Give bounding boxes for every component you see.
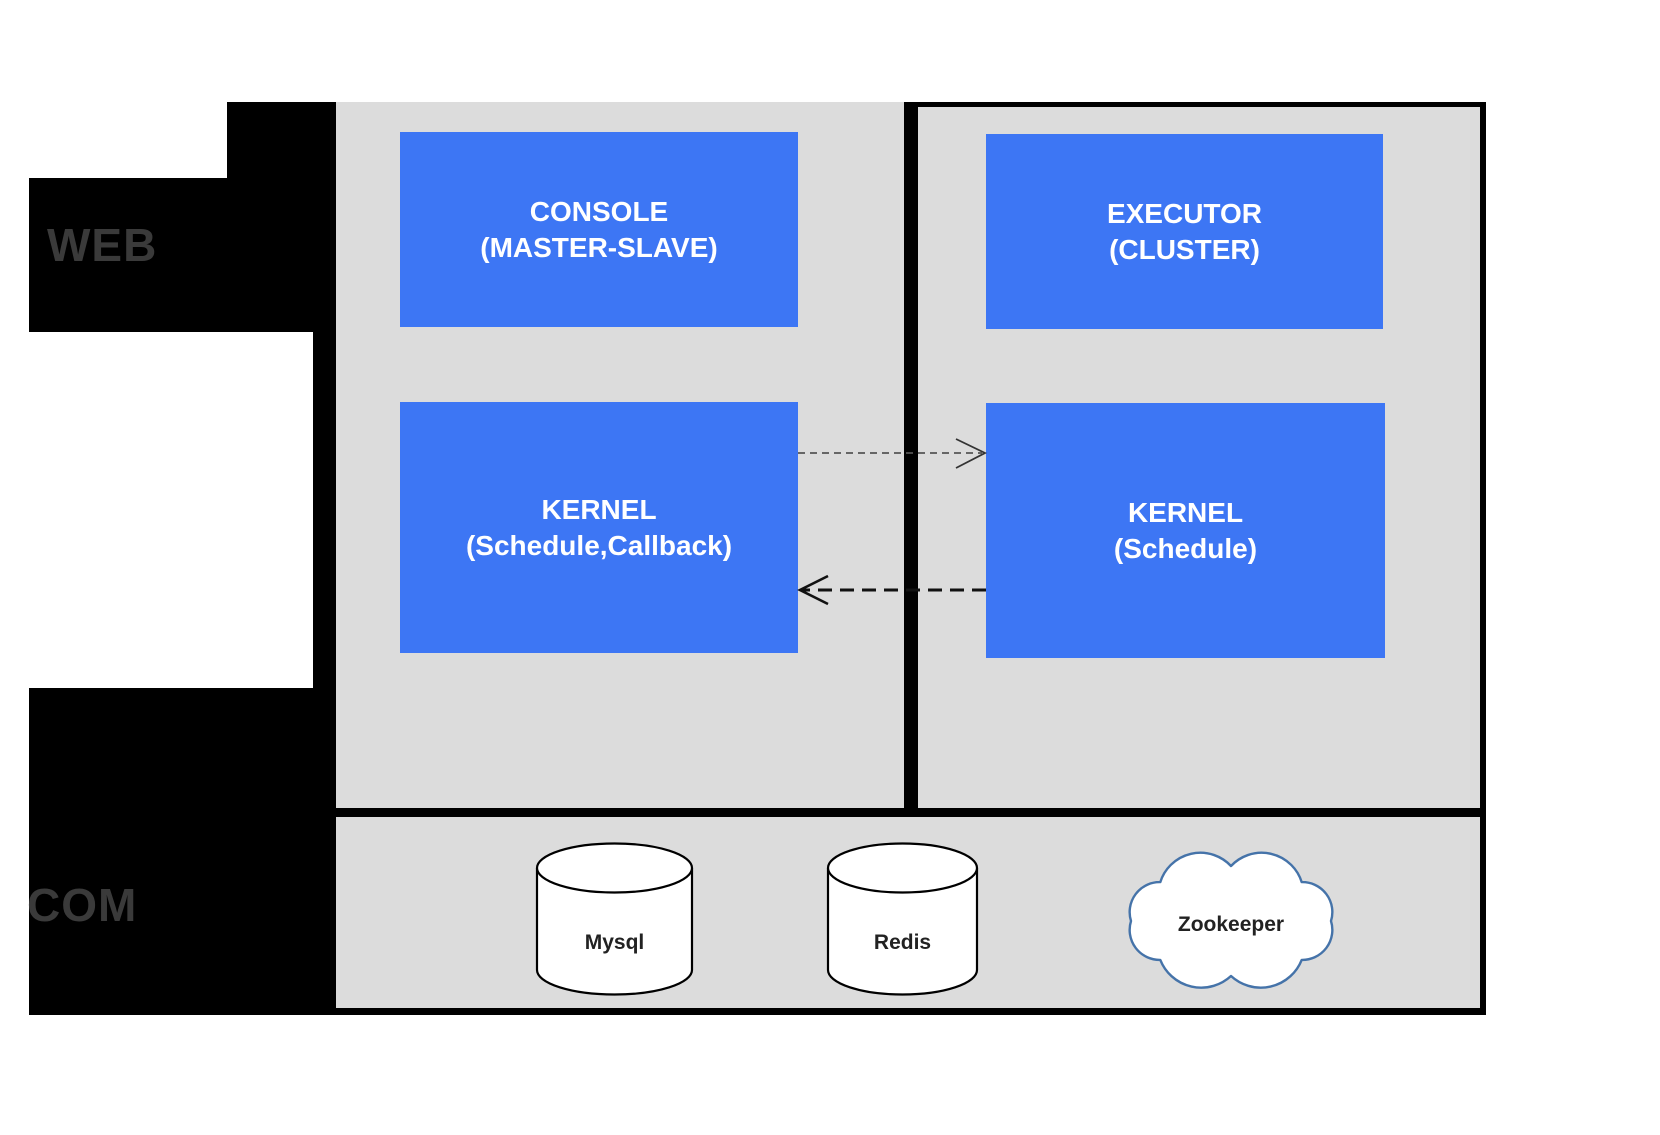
- com-zone-box: [29, 688, 336, 1015]
- redis-label: Redis: [873, 931, 932, 954]
- web-zone-label: WEB: [47, 219, 158, 271]
- executor-panel-top-border: [918, 102, 1486, 107]
- console-node-line1: CONSOLE: [529, 195, 669, 227]
- kernel-web-node: KERNEL (Schedule,Callback): [400, 402, 798, 653]
- web-zone-box: [29, 178, 336, 332]
- horizontal-divider: [336, 808, 1486, 817]
- zookeeper-label: Zookeeper: [1177, 913, 1285, 936]
- executor-node-line1: EXECUTOR: [1106, 197, 1263, 229]
- console-node: CONSOLE (MASTER-SLAVE): [400, 132, 798, 327]
- console-node-line2: (MASTER-SLAVE): [480, 231, 718, 263]
- frame-bottom-border: [336, 1008, 1486, 1015]
- kernel-com-node-line2: (Schedule): [1113, 532, 1258, 564]
- frame-right-border: [1480, 102, 1486, 1015]
- kernel-web-node-line1: KERNEL: [541, 493, 657, 525]
- kernel-web-node-line2: (Schedule,Callback): [465, 529, 733, 561]
- executor-node-line2: (CLUSTER): [1109, 233, 1260, 265]
- mysql-label: Mysql: [584, 931, 645, 954]
- vertical-divider: [904, 102, 918, 817]
- kernel-com-node-line1: KERNEL: [1127, 496, 1244, 528]
- kernel-com-node: KERNEL (Schedule): [986, 403, 1385, 658]
- com-zone-label: COM: [27, 879, 138, 931]
- executor-node: EXECUTOR (CLUSTER): [986, 134, 1383, 329]
